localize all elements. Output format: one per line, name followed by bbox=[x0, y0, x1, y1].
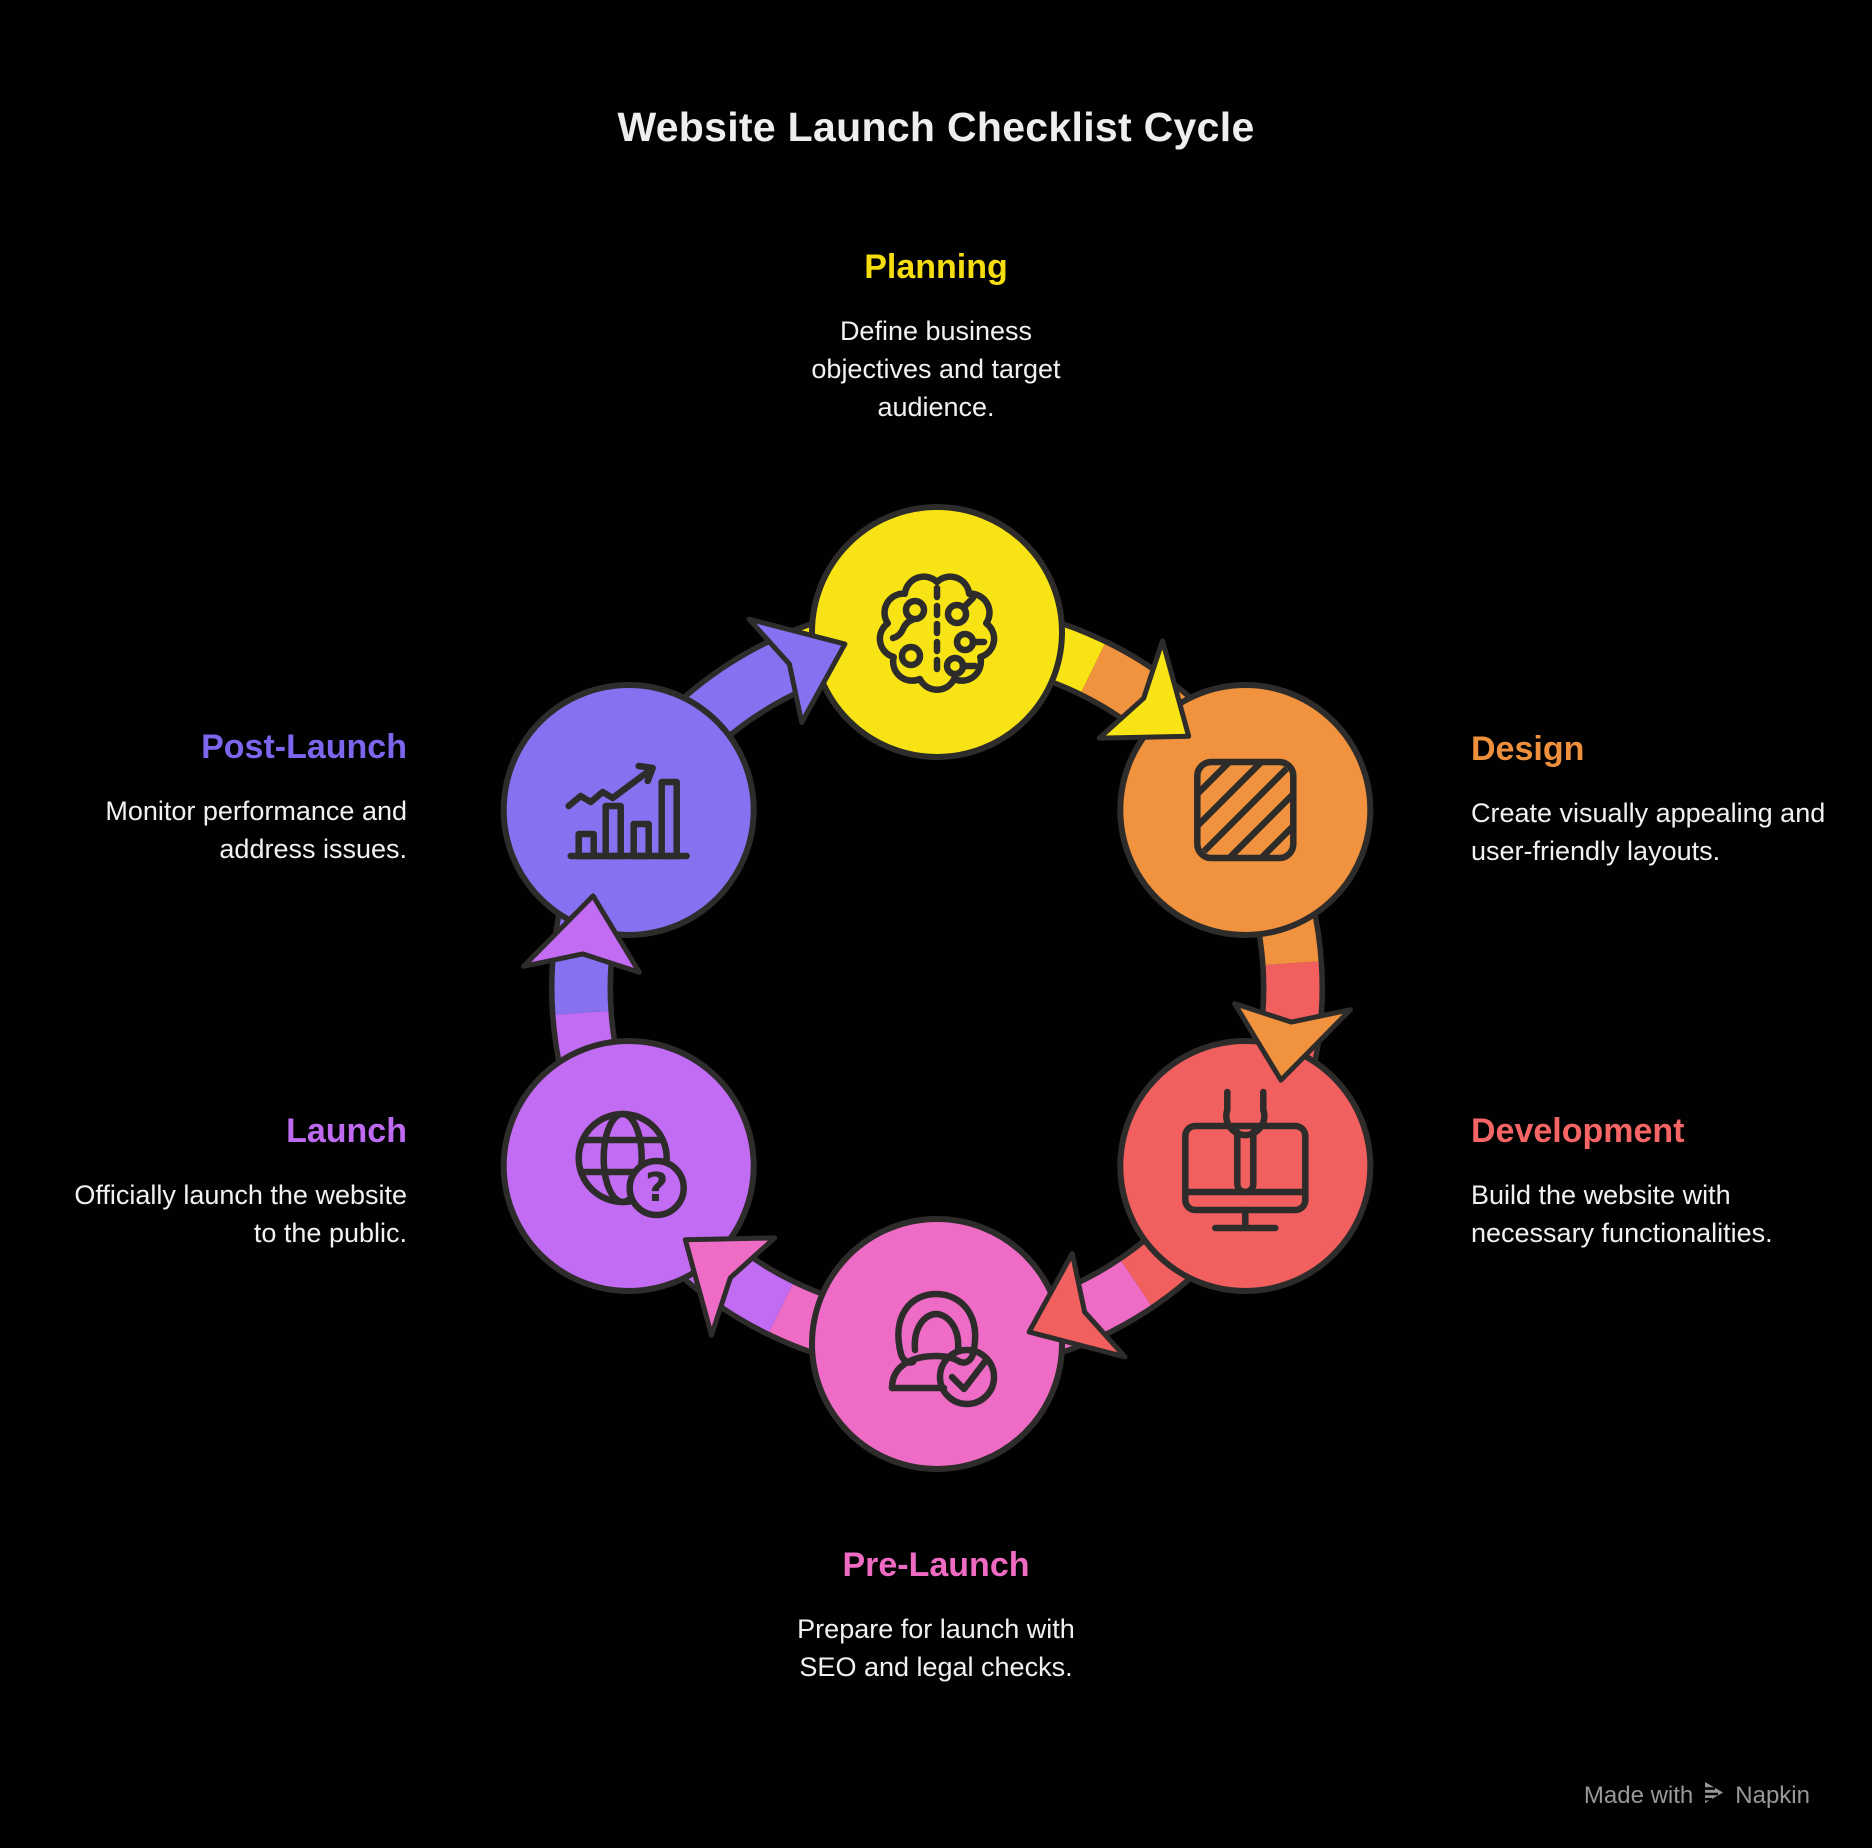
bar-chart-growth-icon bbox=[565, 762, 690, 860]
stage-heading-pre-launch: Pre-Launch bbox=[842, 1546, 1030, 1584]
monitor-wrench-icon bbox=[1182, 1088, 1309, 1232]
napkin-brand-text: Napkin bbox=[1735, 1782, 1810, 1809]
stage-heading-design: Design bbox=[1471, 730, 1585, 768]
arrow-head-post-launch-to-planning bbox=[746, 616, 848, 725]
stage-heading-development: Development bbox=[1471, 1112, 1685, 1150]
globe-question-icon: ? bbox=[575, 1110, 687, 1219]
stage-description-development: Build the website with necessary functio… bbox=[1471, 1180, 1773, 1248]
stage-circle-pre-launch bbox=[809, 1216, 1065, 1472]
stage-text-development: Development Build the website with neces… bbox=[1471, 1112, 1827, 1253]
stage-text-pre-launch: Pre-Launch Prepare for launch with SEO a… bbox=[736, 1546, 1136, 1687]
svg-text:?: ? bbox=[645, 1165, 668, 1211]
arrow-head-planning-to-design bbox=[1096, 638, 1192, 741]
stage-description-design: Create visually appealing and user-frien… bbox=[1471, 798, 1826, 866]
stage-text-design: Design Create visually appealing and use… bbox=[1471, 730, 1827, 871]
stage-text-post-launch: Post-Launch Monitor performance and addr… bbox=[51, 728, 407, 869]
stage-heading-planning: Planning bbox=[864, 248, 1008, 286]
stage-text-launch: Launch Officially launch the website to … bbox=[51, 1112, 407, 1253]
stage-description-planning: Define business objectives and target au… bbox=[811, 316, 1061, 422]
arrow-head-design-to-development bbox=[1232, 1001, 1353, 1083]
arrow-head-development-to-pre-launch bbox=[1026, 1251, 1128, 1360]
page-title: Website Launch Checklist Cycle bbox=[617, 104, 1255, 150]
stage-heading-post-launch: Post-Launch bbox=[201, 728, 407, 766]
stage-description-launch: Officially launch the website to the pub… bbox=[74, 1180, 407, 1248]
napkin-credit: Made with Napkin bbox=[1584, 1780, 1810, 1812]
napkin-logo-icon bbox=[1702, 1780, 1726, 1812]
stage-text-planning: Planning Define business objectives and … bbox=[736, 248, 1136, 426]
made-with-text: Made with bbox=[1583, 1782, 1694, 1809]
arrow-head-pre-launch-to-launch bbox=[682, 1235, 778, 1338]
brain-circuit-icon bbox=[876, 573, 998, 693]
stage-description-pre-launch: Prepare for launch with SEO and legal ch… bbox=[797, 1614, 1075, 1682]
stage-circle-development bbox=[1117, 1038, 1374, 1294]
stage-circle-launch bbox=[500, 1038, 757, 1294]
user-check-icon bbox=[888, 1290, 998, 1408]
stage-circle-post-launch bbox=[500, 682, 757, 938]
stage-description-post-launch: Monitor performance and address issues. bbox=[105, 796, 407, 864]
arrow-head-launch-to-post-launch bbox=[521, 893, 642, 975]
hatched-square-icon bbox=[1194, 758, 1297, 862]
stage-heading-launch: Launch bbox=[286, 1112, 407, 1150]
